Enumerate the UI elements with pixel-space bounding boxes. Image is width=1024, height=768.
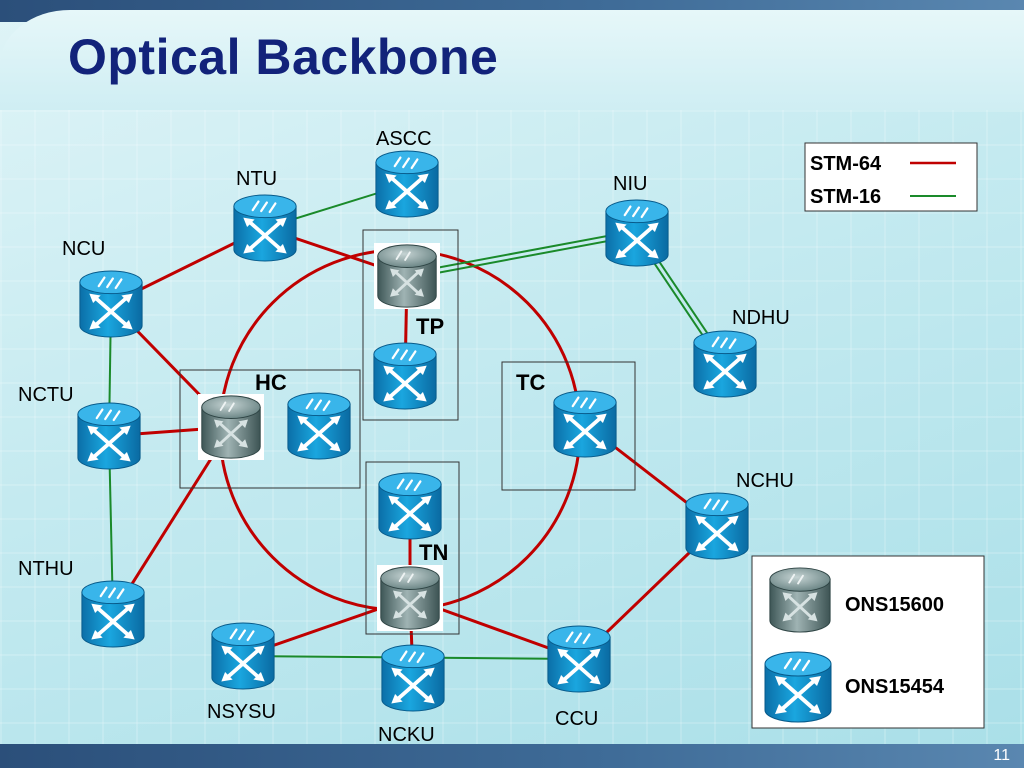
node-hc1-ons15600-icon xyxy=(198,394,264,460)
ons15454-icon xyxy=(763,650,833,724)
node-label-niu: NIU xyxy=(613,173,647,195)
node-tn2-ons15600-icon xyxy=(377,565,443,631)
node-label-nctu: NCTU xyxy=(18,384,74,406)
bottom-band xyxy=(0,744,1024,768)
node-tc1-ons15454-icon xyxy=(552,389,618,459)
node-nchu-ons15454-icon xyxy=(684,491,750,561)
site-box-tn xyxy=(365,461,460,635)
node-ncu-ons15454-icon xyxy=(78,269,144,339)
site-box-tp xyxy=(362,229,459,421)
node-nthu-ons15454-icon xyxy=(80,579,146,649)
link-tp1-niu xyxy=(406,229,637,275)
device-legend: ONS15600 ONS15454 xyxy=(751,555,985,729)
node-ccu-ons15454-icon xyxy=(546,624,612,694)
page-title: Optical Backbone xyxy=(68,29,499,85)
ons15600-icon xyxy=(766,566,834,634)
node-label-nsysu: NSYSU xyxy=(207,701,276,723)
node-ncku-ons15454-icon xyxy=(380,643,446,713)
node-label-nchu: NCHU xyxy=(736,470,794,492)
site-box-hc xyxy=(179,369,361,489)
node-tn1-ons15454-icon xyxy=(377,471,443,541)
node-ascc-ons15454-icon xyxy=(374,149,440,219)
legend-label-ons15600: ONS15600 xyxy=(845,594,944,616)
site-label-hc: HC xyxy=(255,370,287,395)
node-niu-ons15454-icon xyxy=(604,198,670,268)
title-area xyxy=(0,10,1024,110)
node-tp1-ons15600-icon xyxy=(374,243,440,309)
legend-label-stm16: STM-16 xyxy=(810,186,881,208)
line-legend: STM-64 STM-16 xyxy=(804,142,978,212)
node-ndhu-ons15454-icon xyxy=(692,329,758,399)
node-label-ndhu: NDHU xyxy=(732,307,790,329)
node-tp2-ons15454-icon xyxy=(372,341,438,411)
site-box-tc xyxy=(501,361,636,491)
node-label-ncu: NCU xyxy=(62,238,105,260)
site-label-tn: TN xyxy=(419,540,448,565)
link-tp1-niu xyxy=(407,234,638,280)
node-label-ncku: NCKU xyxy=(378,724,435,746)
node-ntu-ons15454-icon xyxy=(232,193,298,263)
node-nsysu-ons15454-icon xyxy=(210,621,276,691)
site-label-tc: TC xyxy=(516,370,545,395)
legend-label-stm64: STM-64 xyxy=(810,153,882,175)
slide-number: 11 xyxy=(993,747,1010,764)
node-label-ascc: ASCC xyxy=(376,128,432,150)
legend-label-ons15454: ONS15454 xyxy=(845,676,945,698)
node-nctu-ons15454-icon xyxy=(76,401,142,471)
node-hc2-ons15454-icon xyxy=(286,391,352,461)
site-label-tp: TP xyxy=(416,314,444,339)
node-label-ccu: CCU xyxy=(555,708,598,730)
node-label-ntu: NTU xyxy=(236,168,277,190)
line-legend-box xyxy=(804,142,978,212)
node-label-nthu: NTHU xyxy=(18,558,74,580)
